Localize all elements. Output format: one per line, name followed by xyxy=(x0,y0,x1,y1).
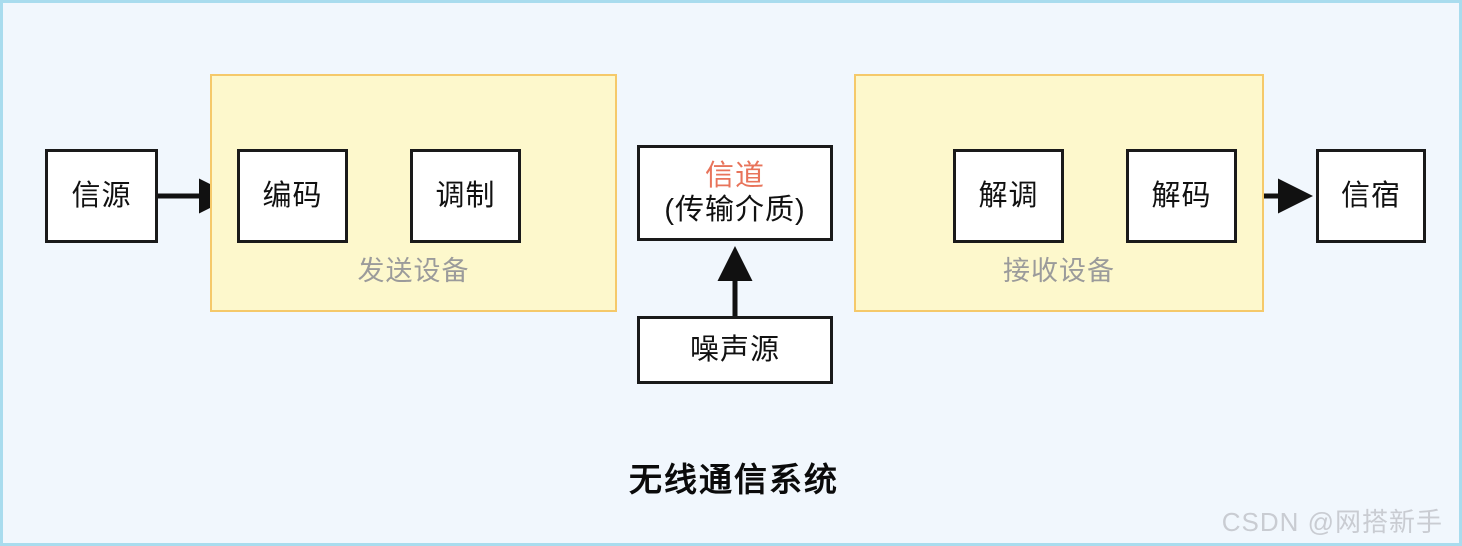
node-decode-label: 解码 xyxy=(1151,179,1212,212)
diagram-title: 无线通信系统 xyxy=(629,461,839,498)
node-source[interactable]: 信源 xyxy=(45,149,158,243)
node-channel[interactable]: 信道 (传输介质) xyxy=(637,145,833,241)
node-source-label: 信源 xyxy=(71,179,132,212)
node-channel-sublabel: (传输介质) xyxy=(664,194,806,226)
node-decode[interactable]: 解码 xyxy=(1126,149,1237,243)
node-modulate[interactable]: 调制 xyxy=(410,149,521,243)
node-encode[interactable]: 编码 xyxy=(237,149,348,243)
node-noise-source-label: 噪声源 xyxy=(689,333,780,366)
group-receiver-label: 接收设备 xyxy=(1003,256,1115,286)
node-modulate-label: 调制 xyxy=(435,179,496,212)
node-noise-source[interactable]: 噪声源 xyxy=(637,316,833,384)
node-sink[interactable]: 信宿 xyxy=(1316,149,1426,243)
node-demodulate[interactable]: 解调 xyxy=(953,149,1064,243)
node-sink-label: 信宿 xyxy=(1340,179,1401,212)
node-demodulate-label: 解调 xyxy=(978,179,1039,212)
group-transmitter-label: 发送设备 xyxy=(357,256,470,286)
watermark: CSDN @网搭新手 xyxy=(1221,507,1443,537)
node-channel-label: 信道 xyxy=(704,159,765,192)
node-encode-label: 编码 xyxy=(262,179,323,212)
